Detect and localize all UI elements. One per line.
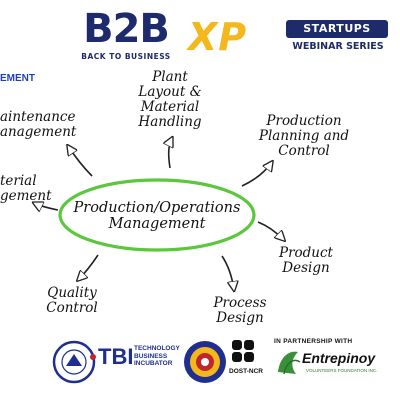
b2b-logo: B2B BACK TO BUSINESS: [70, 6, 182, 68]
b2b-tagline: BACK TO BUSINESS: [81, 52, 171, 61]
node-process-design-line: Design: [216, 310, 264, 326]
arrow-to-process-design: [221, 255, 234, 290]
dost-logo-mark: [232, 340, 254, 362]
center-label: Production/Operations Management: [62, 200, 252, 234]
node-process-design-line: Process: [213, 295, 267, 311]
node-material-line: terial: [0, 173, 37, 189]
partnership-label: IN PARTNERSHIP WITH: [274, 338, 353, 345]
node-material: terial gement: [0, 174, 70, 206]
node-process-design: Process Design: [200, 296, 280, 328]
tbi-logo-mark: [90, 354, 96, 360]
node-material-line: gement: [0, 188, 52, 204]
node-quality-control-line: Quality: [47, 285, 97, 301]
node-product-design-line: Design: [282, 260, 330, 276]
node-maintenance: aintenance anagement: [0, 110, 110, 142]
b2b-logo-text: B2B: [83, 6, 170, 52]
arrow-to-quality-control: [78, 254, 99, 280]
node-product-design-line: Product: [279, 245, 333, 261]
node-maintenance-line: anagement: [0, 124, 77, 140]
tbi-subtitle-line: BUSINESS: [134, 352, 168, 360]
node-plant-layout-line: Layout &: [138, 84, 202, 100]
entrepinoy-logo-mark: [278, 351, 301, 375]
center-label-line-2: Management: [108, 216, 206, 232]
node-maintenance-line: aintenance: [0, 109, 76, 125]
node-quality-control-line: Control: [46, 300, 98, 316]
startups-badge: STARTUPS: [286, 20, 388, 38]
tbi-logo-text: TBI: [98, 344, 134, 369]
arrow-to-material: [34, 203, 59, 210]
node-production-planning-line: Production: [266, 113, 342, 129]
arrow-to-maintenance: [68, 146, 93, 177]
node-product-design: Product Design: [268, 246, 344, 278]
entrepinoy-logo-text: Entrepinoy: [302, 350, 376, 366]
webinar-series-label: WEBINAR SERIES: [292, 41, 384, 52]
node-plant-layout-line: Plant: [152, 69, 188, 85]
entrepinoy-subtitle: VOLUNTEERS FOUNDATION INC.: [306, 368, 378, 373]
innovation-center-seal: [184, 341, 226, 383]
node-production-planning-line: Control: [278, 143, 330, 159]
node-plant-layout-line: Material: [140, 99, 200, 115]
tbi-subtitle: TECHNOLOGY BUSINESS INCUBATOR: [134, 345, 184, 371]
william-college-seal: [52, 340, 96, 384]
arrow-to-production-planning: [241, 162, 272, 187]
tbi-subtitle-line: TECHNOLOGY: [134, 345, 180, 352]
arrow-to-plant-layout: [169, 138, 172, 169]
xp-logo: XP: [188, 15, 248, 59]
node-plant-layout-line: Handling: [138, 114, 202, 130]
center-label-line-1: Production/Operations: [73, 200, 241, 216]
node-quality-control: Quality Control: [32, 286, 112, 318]
section-title-fragment: EMENT: [0, 73, 35, 84]
node-production-planning: Production Planning and Control: [234, 114, 374, 162]
tbi-subtitle-line: INCUBATOR: [134, 360, 173, 367]
node-plant-layout: Plant Layout & Material Handling: [118, 70, 222, 134]
center-ellipse: [58, 178, 256, 252]
node-production-planning-line: Planning and: [258, 128, 350, 144]
arrow-to-product-design: [257, 221, 284, 240]
dost-ncr-label: DOST-NCR: [229, 368, 263, 375]
